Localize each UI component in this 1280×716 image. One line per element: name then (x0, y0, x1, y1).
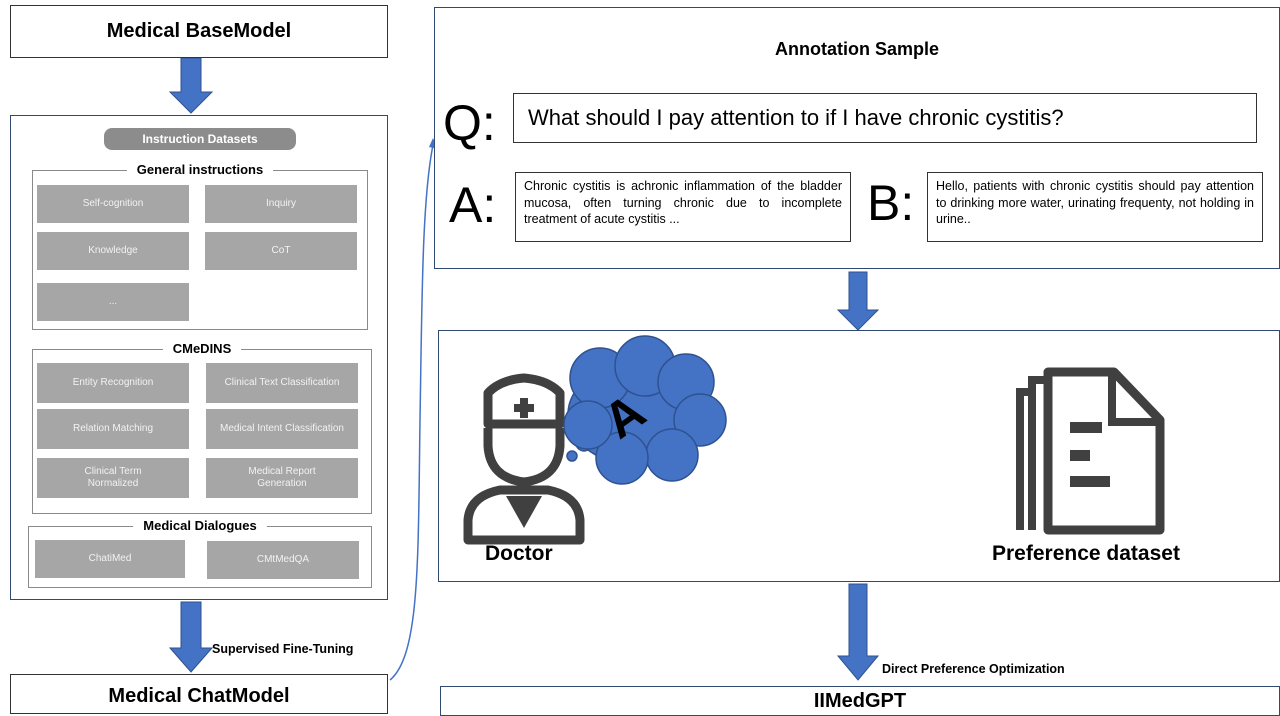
final-model-box: IIMedGPT (440, 686, 1280, 716)
arrow-datasets-to-chat (168, 601, 214, 673)
tile-self-cognition: Self-cognition (37, 185, 189, 223)
chat-model-box: Medical ChatModel (10, 674, 388, 714)
doctor-label: Doctor (485, 542, 553, 565)
cmedins-title: CMeDINS (162, 341, 242, 356)
curve-chat-to-annotation (389, 144, 434, 681)
q-letter: Q: (443, 95, 496, 151)
tile-clinical-text-classification: Clinical Text Classification (206, 363, 358, 403)
general-instructions-title: General instructions (126, 162, 274, 177)
tile-cot: CoT (205, 232, 357, 270)
tile-medical-report-generation: Medical Report Generation (206, 458, 358, 498)
answer-a-text: Chronic cystitis is achronic inflammatio… (524, 179, 842, 226)
question-text: What should I pay attention to if I have… (528, 105, 1064, 130)
tile-medical-intent-classification: Medical Intent Classification (206, 409, 358, 449)
instruction-datasets-badge: Instruction Datasets (104, 128, 296, 150)
tile-knowledge: Knowledge (37, 232, 189, 270)
answer-b-box: Hello, patients with chronic cystitis sh… (927, 172, 1263, 242)
tile-chatimed: ChatiMed (35, 540, 185, 578)
base-model-box: Medical BaseModel (10, 5, 388, 58)
sft-label: Supervised Fine-Tuning (212, 642, 354, 656)
instruction-datasets-label: Instruction Datasets (142, 132, 258, 146)
medical-dialogues-title: Medical Dialogues (133, 518, 267, 533)
arrow-base-to-datasets (168, 57, 214, 114)
answer-a-box: Chronic cystitis is achronic inflammatio… (515, 172, 851, 242)
general-instructions-group: General instructions Self-cognition Inqu… (32, 162, 368, 330)
tile-inquiry: Inquiry (205, 185, 357, 223)
annotation-panel: Annotation Sample Q: What should I pay a… (434, 7, 1280, 269)
b-letter: B: (867, 175, 915, 231)
base-model-label: Medical BaseModel (106, 20, 292, 42)
annotation-title: Annotation Sample (774, 39, 939, 59)
final-model-label: IIMedGPT (813, 690, 907, 712)
question-box: What should I pay attention to if I have… (513, 93, 1257, 143)
a-letter: A: (449, 177, 497, 233)
tile-clinical-term-normalized: Clinical Term Normalized (37, 458, 189, 498)
tile-relation-matching: Relation Matching (37, 409, 189, 449)
answer-b-text: Hello, patients with chronic cystitis sh… (936, 179, 1254, 226)
tile-more: ... (37, 283, 189, 321)
medical-dialogues-group: Medical Dialogues ChatiMed CMtMedQA (28, 518, 372, 588)
tile-entity-recognition: Entity Recognition (37, 363, 189, 403)
arrow-annotation-to-preference (836, 271, 880, 331)
cmedins-group: CMeDINS Entity Recognition Clinical Text… (32, 341, 372, 514)
arrow-preference-to-final (836, 583, 880, 681)
dataset-label: Preference dataset (992, 542, 1180, 565)
chat-model-label: Medical ChatModel (108, 685, 290, 707)
tile-cmtmedqa: CMtMedQA (207, 541, 359, 579)
dpo-label: Direct Preference Optimization (882, 662, 1065, 676)
instruction-panel: Instruction Datasets General instruction… (10, 115, 388, 600)
